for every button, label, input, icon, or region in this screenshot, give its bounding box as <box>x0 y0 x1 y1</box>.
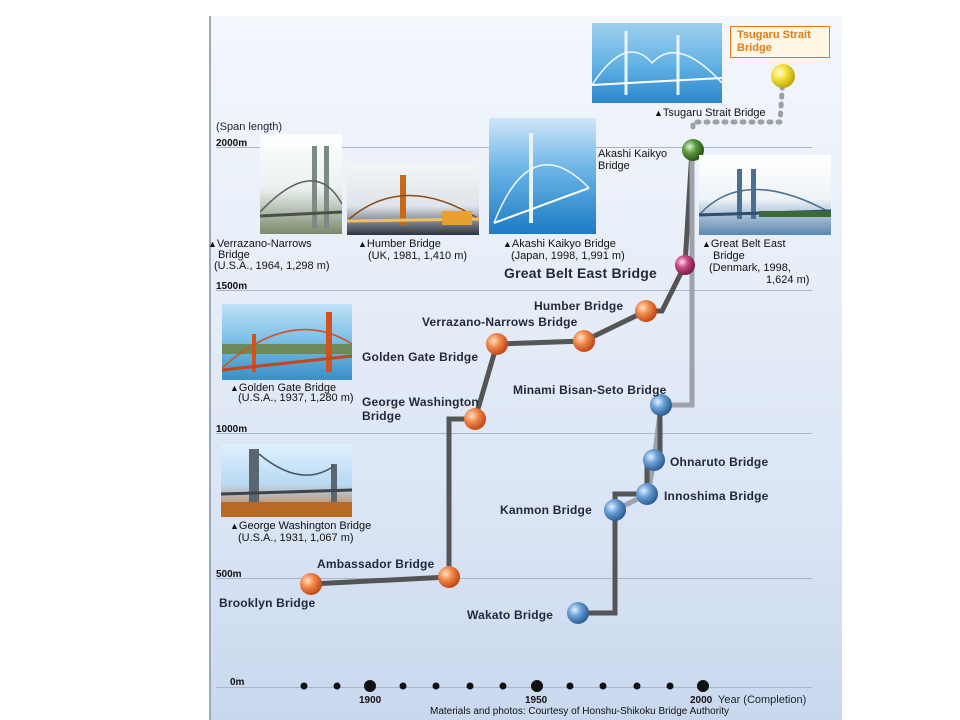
y-tick-500: 500m <box>216 569 242 580</box>
label-brooklyn: Brooklyn Bridge <box>219 596 316 610</box>
caption-gw-1: ▲George Washington Bridge <box>230 520 372 532</box>
label-gw-2: Bridge <box>362 409 402 423</box>
photo-george-washington <box>221 444 352 517</box>
caption-akashi-2: (Japan, 1998, 1,991 m) <box>511 250 625 262</box>
x-tick-1950: 1950 <box>525 695 548 706</box>
label-humber: Humber Bridge <box>534 299 624 313</box>
caption-akashi-1: ▲Akashi Kaikyo Bridge <box>503 238 616 250</box>
node-kanmon <box>604 499 626 521</box>
caption-great-belt-2: Bridge <box>713 250 745 262</box>
caption-golden-gate-1: ▲Golden Gate Bridge <box>230 382 337 394</box>
label-great-belt: Great Belt East Bridge <box>504 265 657 281</box>
label-innoshima: Innoshima Bridge <box>664 489 769 503</box>
node-humber <box>635 300 657 322</box>
caption-verrazano-3: (U.S.A., 1964, 1,298 m) <box>214 260 330 272</box>
node-minami-bisan <box>650 394 672 416</box>
node-ohnaruto <box>643 449 665 471</box>
node-innoshima <box>636 483 658 505</box>
gridline-0 <box>216 687 812 688</box>
caption-gw-2: (U.S.A., 1931, 1,067 m) <box>238 532 354 544</box>
node-golden-gate <box>486 333 508 355</box>
label-ambassador: Ambassador Bridge <box>317 557 435 571</box>
node-brooklyn <box>300 573 322 595</box>
caption-great-belt-4: 1,624 m) <box>766 274 810 286</box>
caption-verrazano-2: Bridge <box>218 249 250 261</box>
akashi-label-1: Akashi Kaikyo <box>598 148 668 160</box>
span-length-title: (Span length) <box>216 121 283 133</box>
caption-humber-2: (UK, 1981, 1,410 m) <box>368 250 468 262</box>
caption-great-belt-3: (Denmark, 1998, <box>709 262 791 274</box>
x-tick-2000: 2000 <box>690 695 713 706</box>
caption-great-belt-1: ▲Great Belt East <box>702 238 786 250</box>
y-tick-1000: 1000m <box>216 424 248 435</box>
label-wakato: Wakato Bridge <box>467 608 554 622</box>
photo-golden-gate <box>222 304 352 380</box>
photo-verrazano <box>260 134 342 234</box>
gridline-1500 <box>216 290 812 291</box>
node-great-belt <box>675 255 695 275</box>
label-verrazano: Verrazano-Narrows Bridge <box>422 315 578 329</box>
tsugaru-dotted-line <box>690 75 786 130</box>
node-ambassador <box>438 566 460 588</box>
photo-akashi <box>489 118 596 234</box>
label-gw-1: George Washington <box>362 395 479 409</box>
caption-verrazano-1: ▲Verrazano-Narrows <box>208 238 312 250</box>
node-tsugaru <box>771 64 795 88</box>
label-ohnaruto: Ohnaruto Bridge <box>670 455 769 469</box>
photo-tsugaru <box>592 23 722 103</box>
gridline-1000 <box>216 433 812 434</box>
credit-line: Materials and photos: Courtesy of Honshu… <box>430 706 730 717</box>
caption-golden-gate-2: (U.S.A., 1937, 1,280 m) <box>238 392 354 404</box>
y-tick-1500: 1500m <box>216 281 248 292</box>
x-tick-1900: 1900 <box>359 695 382 706</box>
node-wakato <box>567 602 589 624</box>
label-kanmon: Kanmon Bridge <box>500 503 592 517</box>
akashi-label-2: Bridge <box>598 160 630 172</box>
node-verrazano <box>573 330 595 352</box>
photo-great-belt <box>699 155 831 235</box>
label-minami-bisan: Minami Bisan-Seto Bridge <box>513 383 667 397</box>
node-akashi <box>682 139 704 161</box>
caption-humber-1: ▲Humber Bridge <box>358 238 441 250</box>
label-golden-gate: Golden Gate Bridge <box>362 350 479 364</box>
timeline-dots <box>300 680 709 692</box>
tsugaru-tag: Tsugaru Strait Bridge <box>730 26 830 58</box>
y-tick-2000: 2000m <box>216 138 248 149</box>
gridline-500 <box>216 578 812 579</box>
world-record-line <box>310 149 695 587</box>
x-axis-title: Year (Completion) <box>718 694 807 706</box>
photo-humber <box>347 163 479 235</box>
caption-tsugaru: ▲Tsugaru Strait Bridge <box>654 107 766 119</box>
y-tick-0: 0m <box>230 677 245 688</box>
node-george-washington <box>464 408 486 430</box>
